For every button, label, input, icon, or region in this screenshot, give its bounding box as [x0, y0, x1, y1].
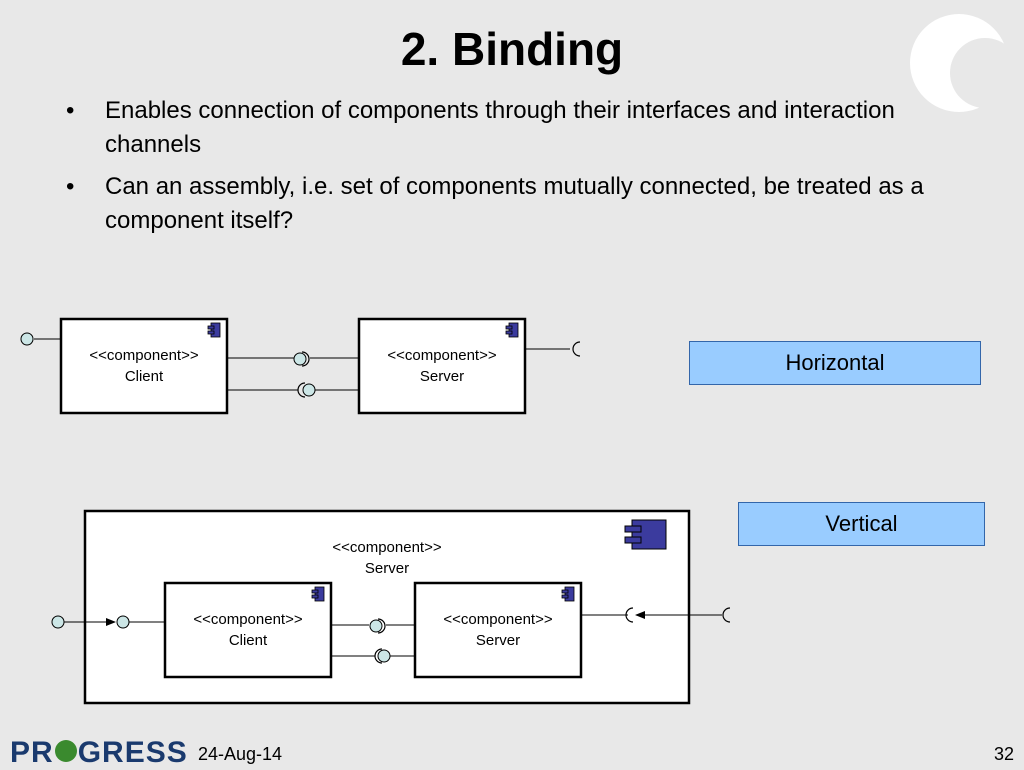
bullet-item: Can an assembly, i.e. set of components … — [60, 170, 940, 238]
composite-stereotype: <<component>> — [332, 539, 441, 556]
provided-interface-icon — [116, 615, 130, 629]
inner-server-name: Server — [476, 632, 520, 649]
required-interface-icon — [297, 382, 306, 398]
footer-date: 24-Aug-14 — [198, 744, 283, 764]
required-interface-icon — [572, 341, 581, 357]
bullet-item: Enables connection of components through… — [60, 94, 940, 162]
component-diagram: <<component>> Client <<component>> Serve… — [20, 317, 731, 705]
server-stereotype: <<component>> — [387, 347, 496, 364]
provided-interface-icon — [293, 352, 307, 366]
provided-interface-icon — [377, 649, 391, 663]
provided-interface-icon — [302, 383, 316, 397]
inner-server-component-box — [413, 581, 583, 679]
decorative-circle-cutout — [950, 38, 1020, 108]
component-icon — [624, 519, 667, 550]
inner-client-name: Client — [229, 632, 268, 649]
client-component-box — [59, 317, 229, 415]
inner-client-component-box — [163, 581, 333, 679]
required-interface-icon — [374, 648, 383, 664]
required-interface-icon — [301, 351, 310, 367]
component-icon — [311, 586, 325, 602]
page-number: 32 — [993, 744, 1014, 764]
provided-interface-icon — [51, 615, 65, 629]
server-component-box — [357, 317, 527, 415]
client-stereotype: <<component>> — [89, 347, 198, 364]
provided-interface-icon — [369, 619, 383, 633]
logo-o-icon — [54, 740, 77, 763]
slide-title: 2. Binding — [400, 23, 624, 75]
horizontal-label: Horizontal — [689, 341, 981, 385]
composite-name: Server — [365, 560, 409, 577]
server-name: Server — [420, 368, 464, 385]
component-icon — [561, 586, 575, 602]
inner-server-stereotype: <<component>> — [443, 611, 552, 628]
component-icon — [207, 322, 221, 338]
inner-client-stereotype: <<component>> — [193, 611, 302, 628]
provided-interface-icon — [20, 332, 34, 346]
required-interface-icon — [722, 607, 731, 623]
required-interface-icon — [377, 618, 386, 634]
vertical-label: Vertical — [738, 502, 985, 546]
client-name: Client — [125, 368, 164, 385]
required-interface-icon — [625, 607, 634, 623]
component-icon — [505, 322, 519, 338]
bullet-list: Enables connection of components through… — [60, 94, 940, 246]
